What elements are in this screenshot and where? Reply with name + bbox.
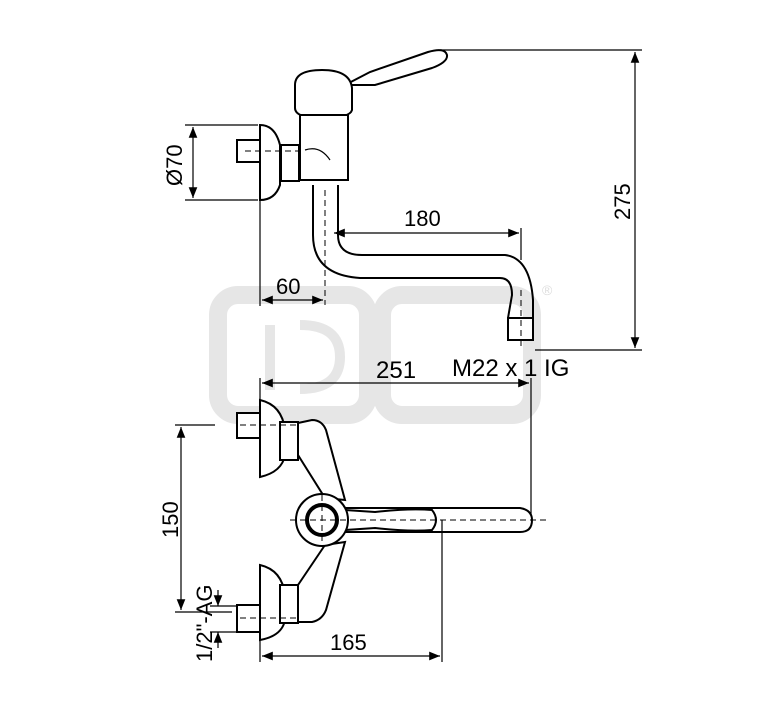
svg-text:®: ® xyxy=(542,282,553,298)
top-view: Ø70 275 180 60 M22 x 1 IG xyxy=(162,49,642,382)
outlet-thread-label: M22 x 1 IG xyxy=(452,355,569,382)
center-distance-label: 150 xyxy=(158,501,183,538)
lever-length-label: 165 xyxy=(330,630,367,655)
overall-length-label: 251 xyxy=(376,357,416,384)
diameter-label: Ø70 xyxy=(162,144,187,186)
wall-offset-label: 60 xyxy=(276,274,300,299)
watermark-logo: ® xyxy=(209,282,553,424)
height-label: 275 xyxy=(610,183,635,220)
spout-reach-label: 180 xyxy=(404,206,441,231)
connection-label: 1/2"-AG xyxy=(192,584,217,662)
front-view: 150 1/2"-AG 165 xyxy=(158,398,550,662)
